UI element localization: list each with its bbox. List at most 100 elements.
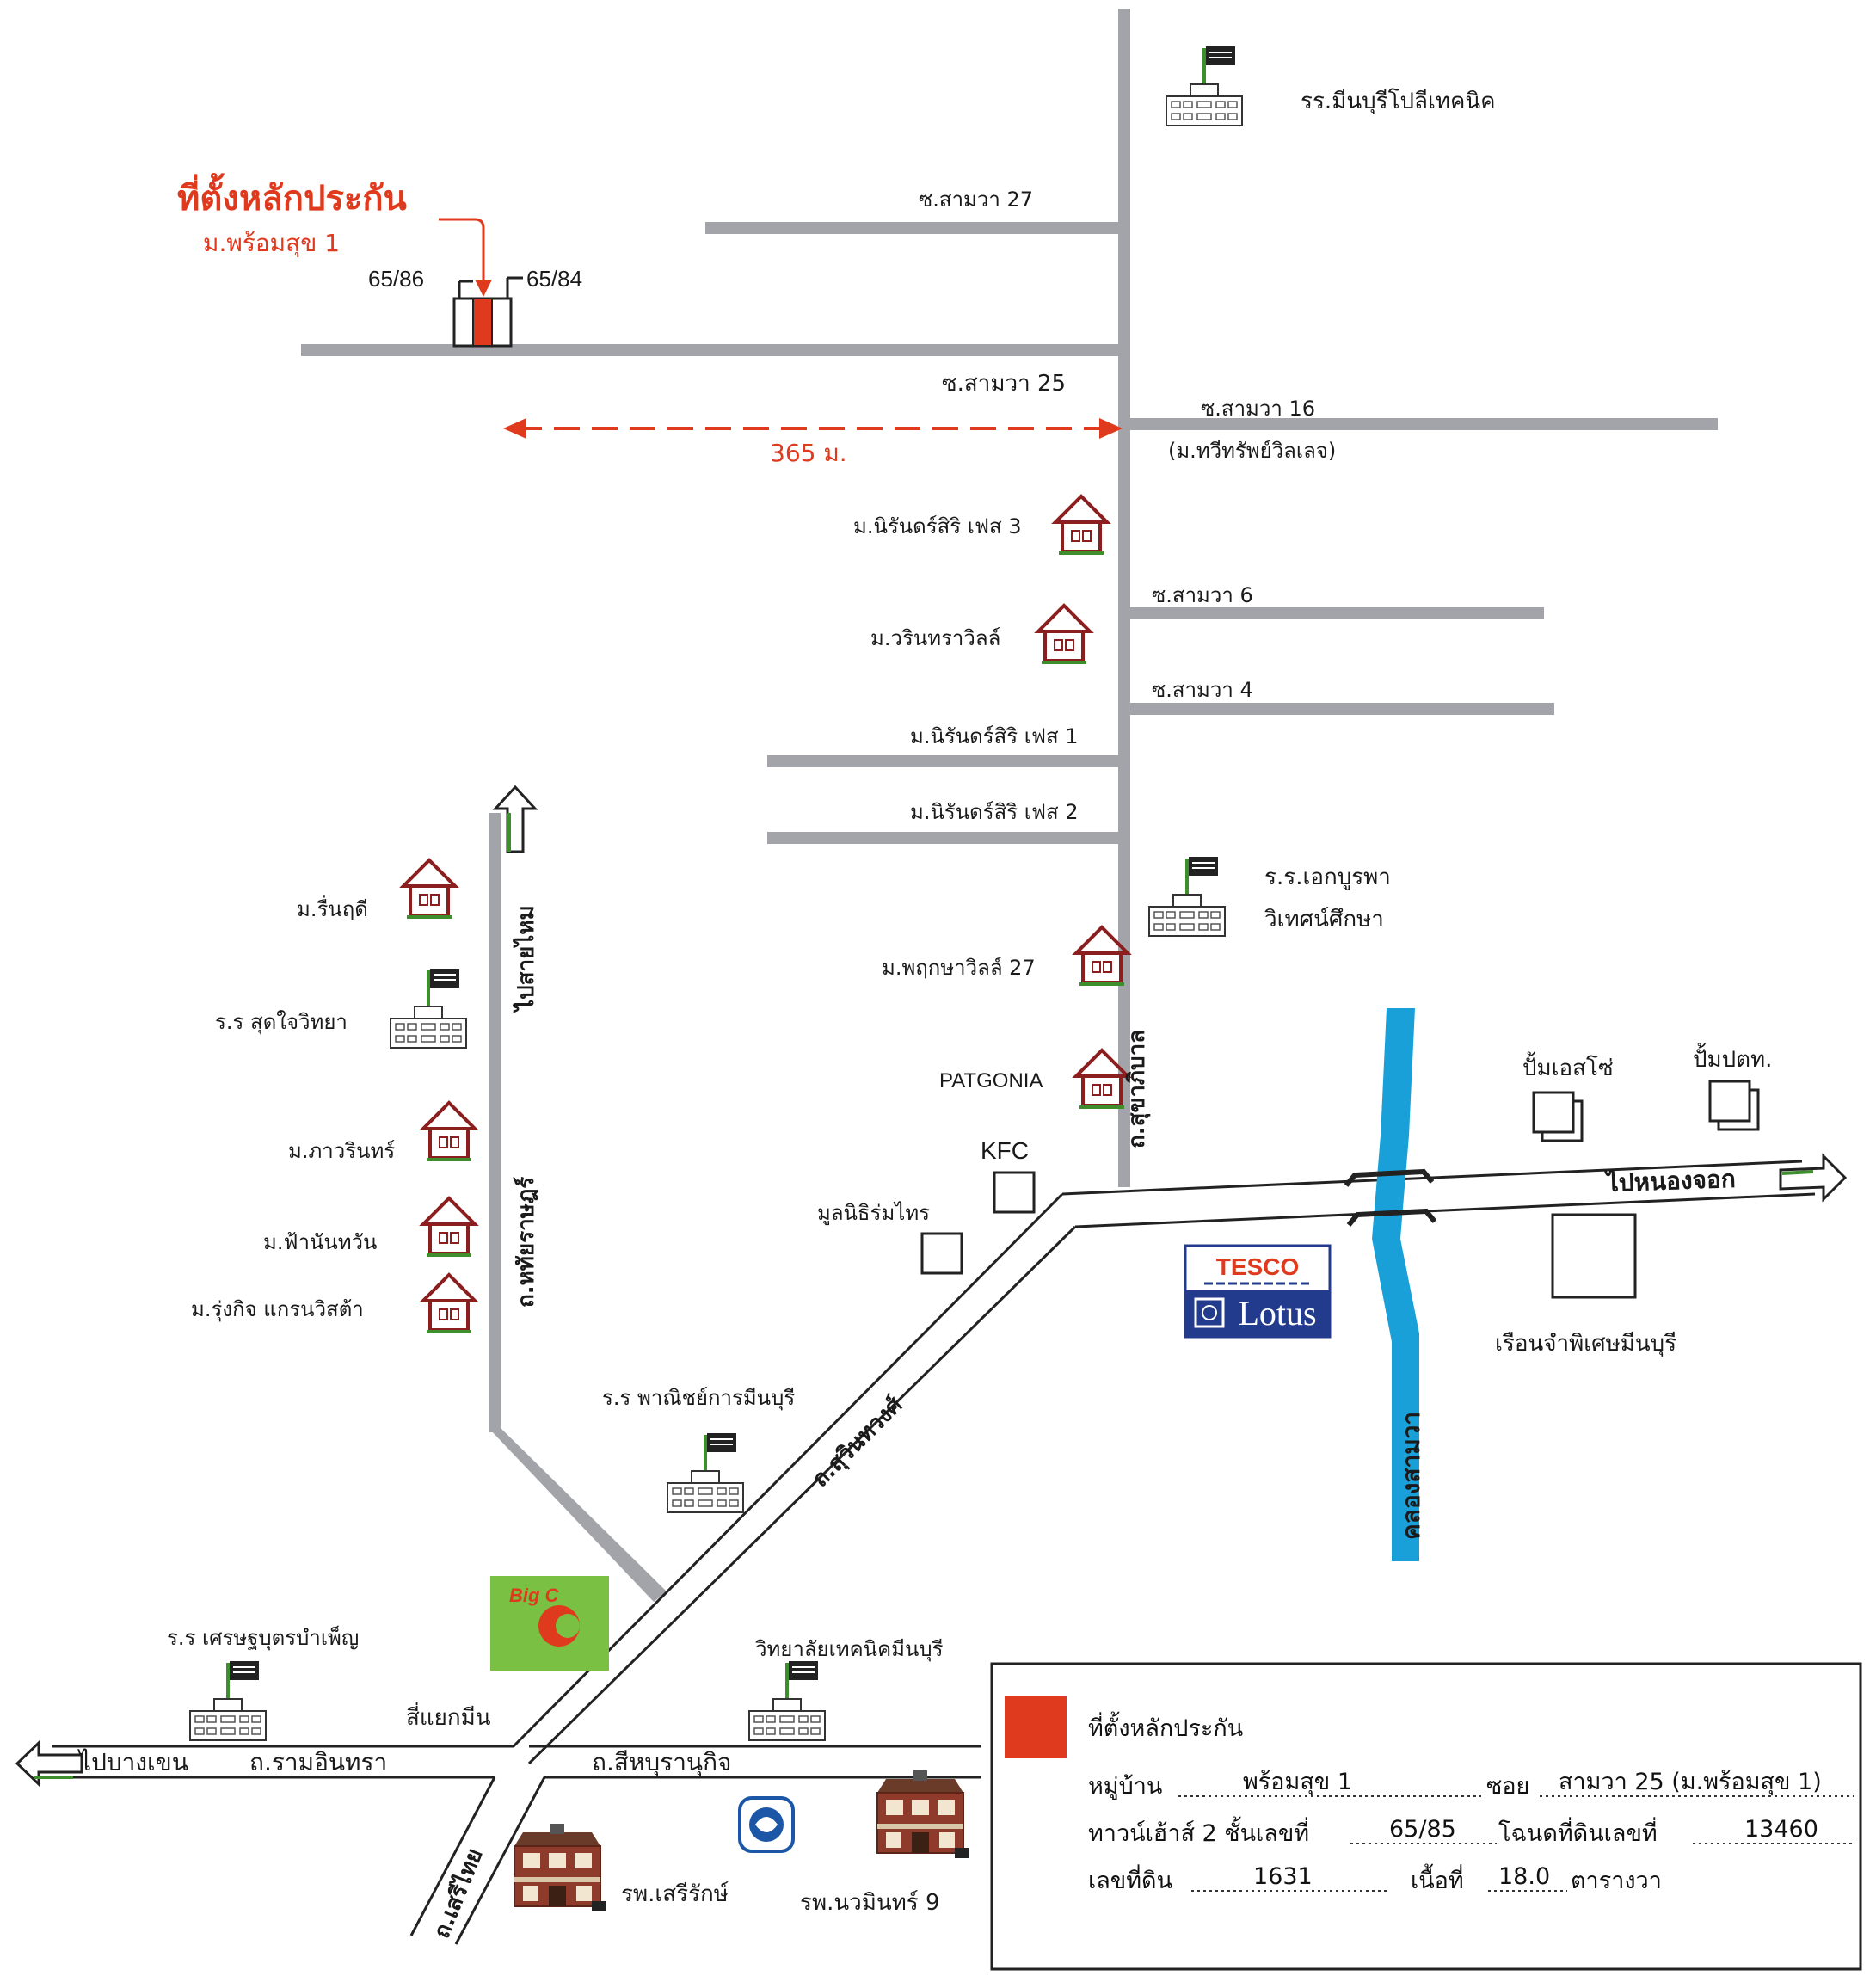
house-ruen-rudee-icon [402,859,457,919]
house-fa-nanthawan-icon [421,1197,477,1257]
label-suwinthawong: ถ.สุวินทวงศ์ [807,1391,908,1493]
legend-land-label: เลขที่ดิน [1088,1864,1172,1894]
hospital-nawamin-icon [876,1770,969,1859]
legend-box: ที่ตั้งหลักประกัน หมู่บ้าน พร้อมสุข 1 ซอ… [990,1662,1862,1971]
label-canal: คลองสามวา [1397,1412,1425,1540]
prison-icon [1551,1213,1637,1299]
school-setthabut-icon [188,1659,268,1742]
label-nawamin-9: รพ.นวมินทร์ 9 [800,1890,940,1916]
school-minburi-poly-icon [1165,45,1244,127]
arrow-to-bang-khen-icon [15,1739,83,1788]
label-sudjai: ร.ร สุดใจวิทยา [215,1010,348,1035]
arrow-to-nong-chok-icon [1779,1153,1848,1203]
road-niran-phase-1 [767,755,1124,767]
distance-arrow [503,418,1123,439]
label-technic: วิทยาลัยเทคนิคมีนบุรี [754,1637,943,1662]
legend-house-label: ทาวน์เฮ้าส์ 2 ชั้นเลขที่ [1088,1816,1309,1847]
legend-area-unit: ตารางวา [1571,1868,1662,1894]
canal-khlong-samwa [1372,1008,1419,1561]
house-niran-phase-3-icon [1054,495,1109,555]
tesco-lotus-logo: TESCO Lotus [1184,1244,1332,1339]
house-pawarin-icon [421,1101,477,1161]
label-si-yaek-min: สี่แยกมีน [406,1702,491,1731]
label-kfc: KFC [981,1137,1029,1164]
square-ruam-thai-icon [920,1232,963,1275]
label-warintra: ม.วรินทราวิลล์ [870,626,1000,650]
road-soi-27 [705,222,1124,234]
road-soi-25 [301,344,1124,356]
label-patgonia: PATGONIA [939,1069,1043,1093]
label-niran-phase-2: ม.นิรันดร์สิริ เฟส 2 [910,800,1079,824]
label-niran-phase-1: ม.นิรันดร์สิริ เฟส 1 [910,724,1079,748]
square-kfc-icon [993,1171,1036,1214]
distance-label: 365 ม. [770,439,847,467]
house-rungkit-icon [421,1273,477,1333]
label-setthabut: ร.ร เศรษฐบุตรบำเพ็ญ [167,1625,359,1651]
school-panich-icon [666,1431,745,1514]
label-soi-25: ซ.สามวา 25 [942,371,1066,397]
legend-marker-label: ที่ตั้งหลักประกัน [1088,1711,1243,1742]
legend-marker-swatch [1005,1696,1067,1758]
road-sukhaphiban [1118,9,1130,1187]
bigc-logo-text: Big C [509,1585,560,1606]
lotus-logo-text: Lotus [1238,1294,1316,1333]
label-soi-16: ซ.สามวา 16 [1201,397,1315,421]
label-niran-phase-3: ม.นิรันดร์สิริ เฟส 3 [853,514,1022,539]
label-soi-6: ซ.สามวา 6 [1152,583,1253,607]
label-soi-27: ซ.สามวา 27 [919,188,1033,212]
school-ekburapha-icon [1147,855,1227,938]
label-pruksa-27: ม.พฤกษาวิลล์ 27 [882,956,1036,980]
label-panich: ร.ร พาณิชย์การมีนบุรี [602,1386,795,1411]
road-network [52,9,1816,1945]
station-esso-icon [1532,1091,1584,1142]
label-soi-16-note: (ม.ทวีทรัพย์วิลเลจ) [1168,439,1336,463]
label-prison: เรือนจำพิเศษมีนบุรี [1495,1331,1676,1357]
station-ptt-icon [1708,1080,1760,1131]
label-rungkit: ม.รุ่งกิจ แกรนวิสต้า [191,1297,364,1322]
legend-deed-label: โฉนดที่ดินเลขที่ [1498,1817,1658,1847]
label-minburi-poly: รร.มีนบุรีโปลีเทคนิค [1301,88,1496,114]
label-to-nong-chok: ไปหนองจอก [1603,1165,1736,1197]
legend-area-label: เนื้อที่ [1411,1863,1464,1894]
hospital-serirak-icon [514,1823,606,1912]
label-pawarin: ม.ภาวรินทร์ [288,1139,395,1163]
label-seri-thai: ถ.เสรีไทย [427,1844,489,1942]
legend-house-value: 65/85 [1389,1816,1456,1843]
road-hathai-rat-diagonal [489,1428,667,1602]
legend-village-value: พร้อมสุข 1 [1243,1769,1352,1796]
tesco-logo-text: TESCO [1216,1253,1299,1280]
collateral-subtitle: ม.พร้อมสุข 1 [203,229,340,258]
label-ruam-thai: มูลนิธิร่มไทร [817,1201,930,1226]
label-ruen-rudee: ม.รื่นฤดี [297,895,368,921]
house-warintra-icon [1036,604,1092,664]
label-ekburapha-2: วิเทศน์ศึกษา [1264,907,1384,933]
school-sudjai-icon [389,967,468,1050]
bridge [1344,1168,1437,1227]
road-soi-4 [1124,703,1554,715]
road-soi-16 [1124,418,1718,430]
label-ram-inthra: ถ.รามอินทรา [249,1748,387,1776]
legend-soi-value: สามวา 25 (ม.พร้อมสุข 1) [1559,1769,1822,1796]
road-hathai-rat [489,813,501,1432]
road-soi-6 [1124,607,1544,619]
label-soi-4: ซ.สามวา 4 [1152,678,1253,702]
label-serirak: รพ.เสรีรักษ์ [621,1881,729,1907]
label-esso: ปั้มเอสโซ่ [1522,1051,1614,1081]
label-sihaburanukit: ถ.สีหบุรานุกิจ [592,1748,731,1777]
legend-area-value: 18.0 [1498,1863,1550,1890]
label-ptt: ปั้มปตท. [1693,1043,1772,1073]
collateral-right-number: 65/84 [526,266,582,292]
collateral-left-number: 65/86 [368,266,424,292]
label-fa-nanthawan: ม.ฟ้านันทวัน [263,1230,377,1254]
collateral-title: ที่ตั้งหลักประกัน [177,173,407,219]
road-niran-phase-2 [767,832,1124,844]
bank-logo-icon [738,1796,795,1853]
label-sai-mai: ไปสายไหม [512,905,539,1013]
legend-deed-value: 13460 [1744,1816,1818,1843]
legend-land-value: 1631 [1253,1863,1313,1890]
bigc-logo: Big C [490,1576,609,1671]
legend-village-label: หมู่บ้าน [1088,1773,1162,1800]
label-to-bang-khen: ไปบางเขน [77,1748,188,1776]
collateral-marker [439,218,523,348]
